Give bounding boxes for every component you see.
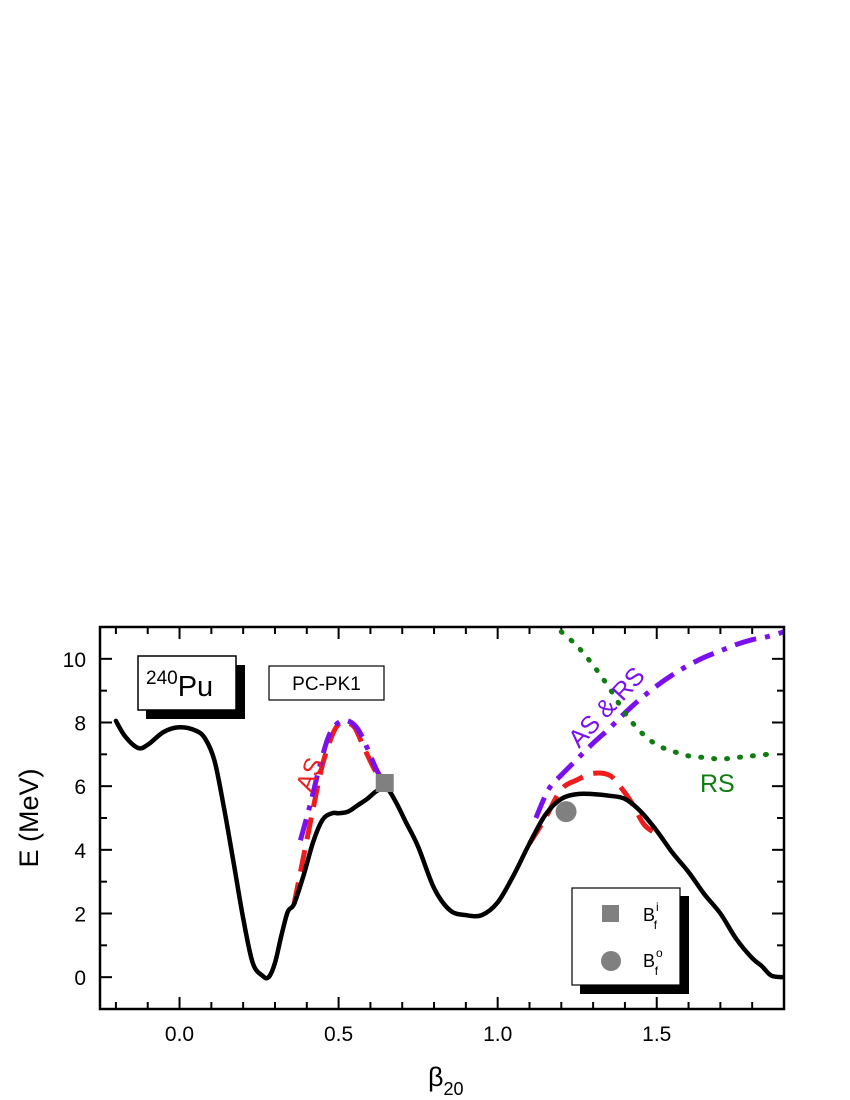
x-tick-label: 1.0	[483, 1023, 512, 1046]
legend-entry-1-base: B	[643, 905, 655, 925]
y-tick-label: 10	[63, 649, 86, 672]
legend-square-marker	[602, 905, 619, 922]
y-tick-label: 2	[74, 904, 86, 927]
series-layer	[113, 629, 784, 981]
series-as-rs	[533, 629, 784, 820]
nucleus-label-box: 240Pu	[137, 655, 245, 719]
tick-labels: 0.0 0.5 1.0 1.5 0 2 4 6 8 10	[63, 649, 672, 1046]
model-box-frame	[268, 665, 385, 701]
x-tick-label: 0.0	[165, 1023, 194, 1046]
legend-frame	[571, 887, 681, 986]
model-label-box: PC-PK1	[268, 665, 385, 701]
curve-label-as-rs: AS & RS	[563, 662, 651, 753]
y-axis-title: E (MeV)	[14, 768, 44, 867]
nucleus-mass-number: 240	[146, 668, 178, 689]
x-tick-label: 0.5	[324, 1023, 353, 1046]
model-label: PC-PK1	[292, 674, 361, 695]
y-tick-label: 8	[74, 713, 86, 736]
inner-barrier-marker	[375, 773, 394, 792]
legend-entry-2-base: B	[643, 951, 655, 971]
outer-barrier-marker	[555, 801, 577, 823]
legend-entry-1-sup: i	[656, 900, 659, 914]
x-tick-label: 1.5	[642, 1023, 671, 1046]
series-rs	[558, 629, 771, 762]
legend-entry-1-sub: f	[654, 918, 658, 932]
y-tick-label: 0	[74, 967, 86, 990]
legend-circle-marker	[601, 951, 621, 971]
plot-frame	[98, 625, 786, 1011]
nucleus-box-frame	[137, 655, 237, 711]
nucleus-label: 240Pu	[146, 668, 213, 703]
marker-layer	[375, 773, 577, 823]
curve-label-rs: RS	[700, 770, 735, 798]
legend-entry-2-sup: o	[656, 946, 663, 960]
legend-entry-2-sub: f	[655, 964, 659, 978]
series-triaxial-first-barrier	[297, 717, 389, 841]
x-axis-title-base: β	[428, 1062, 444, 1092]
x-axis-title: β20	[428, 1062, 464, 1099]
x-axis-title-subscript: 20	[444, 1079, 464, 1099]
y-tick-label: 4	[74, 840, 86, 863]
nucleus-element: Pu	[178, 671, 213, 703]
y-tick-label: 6	[74, 776, 86, 799]
